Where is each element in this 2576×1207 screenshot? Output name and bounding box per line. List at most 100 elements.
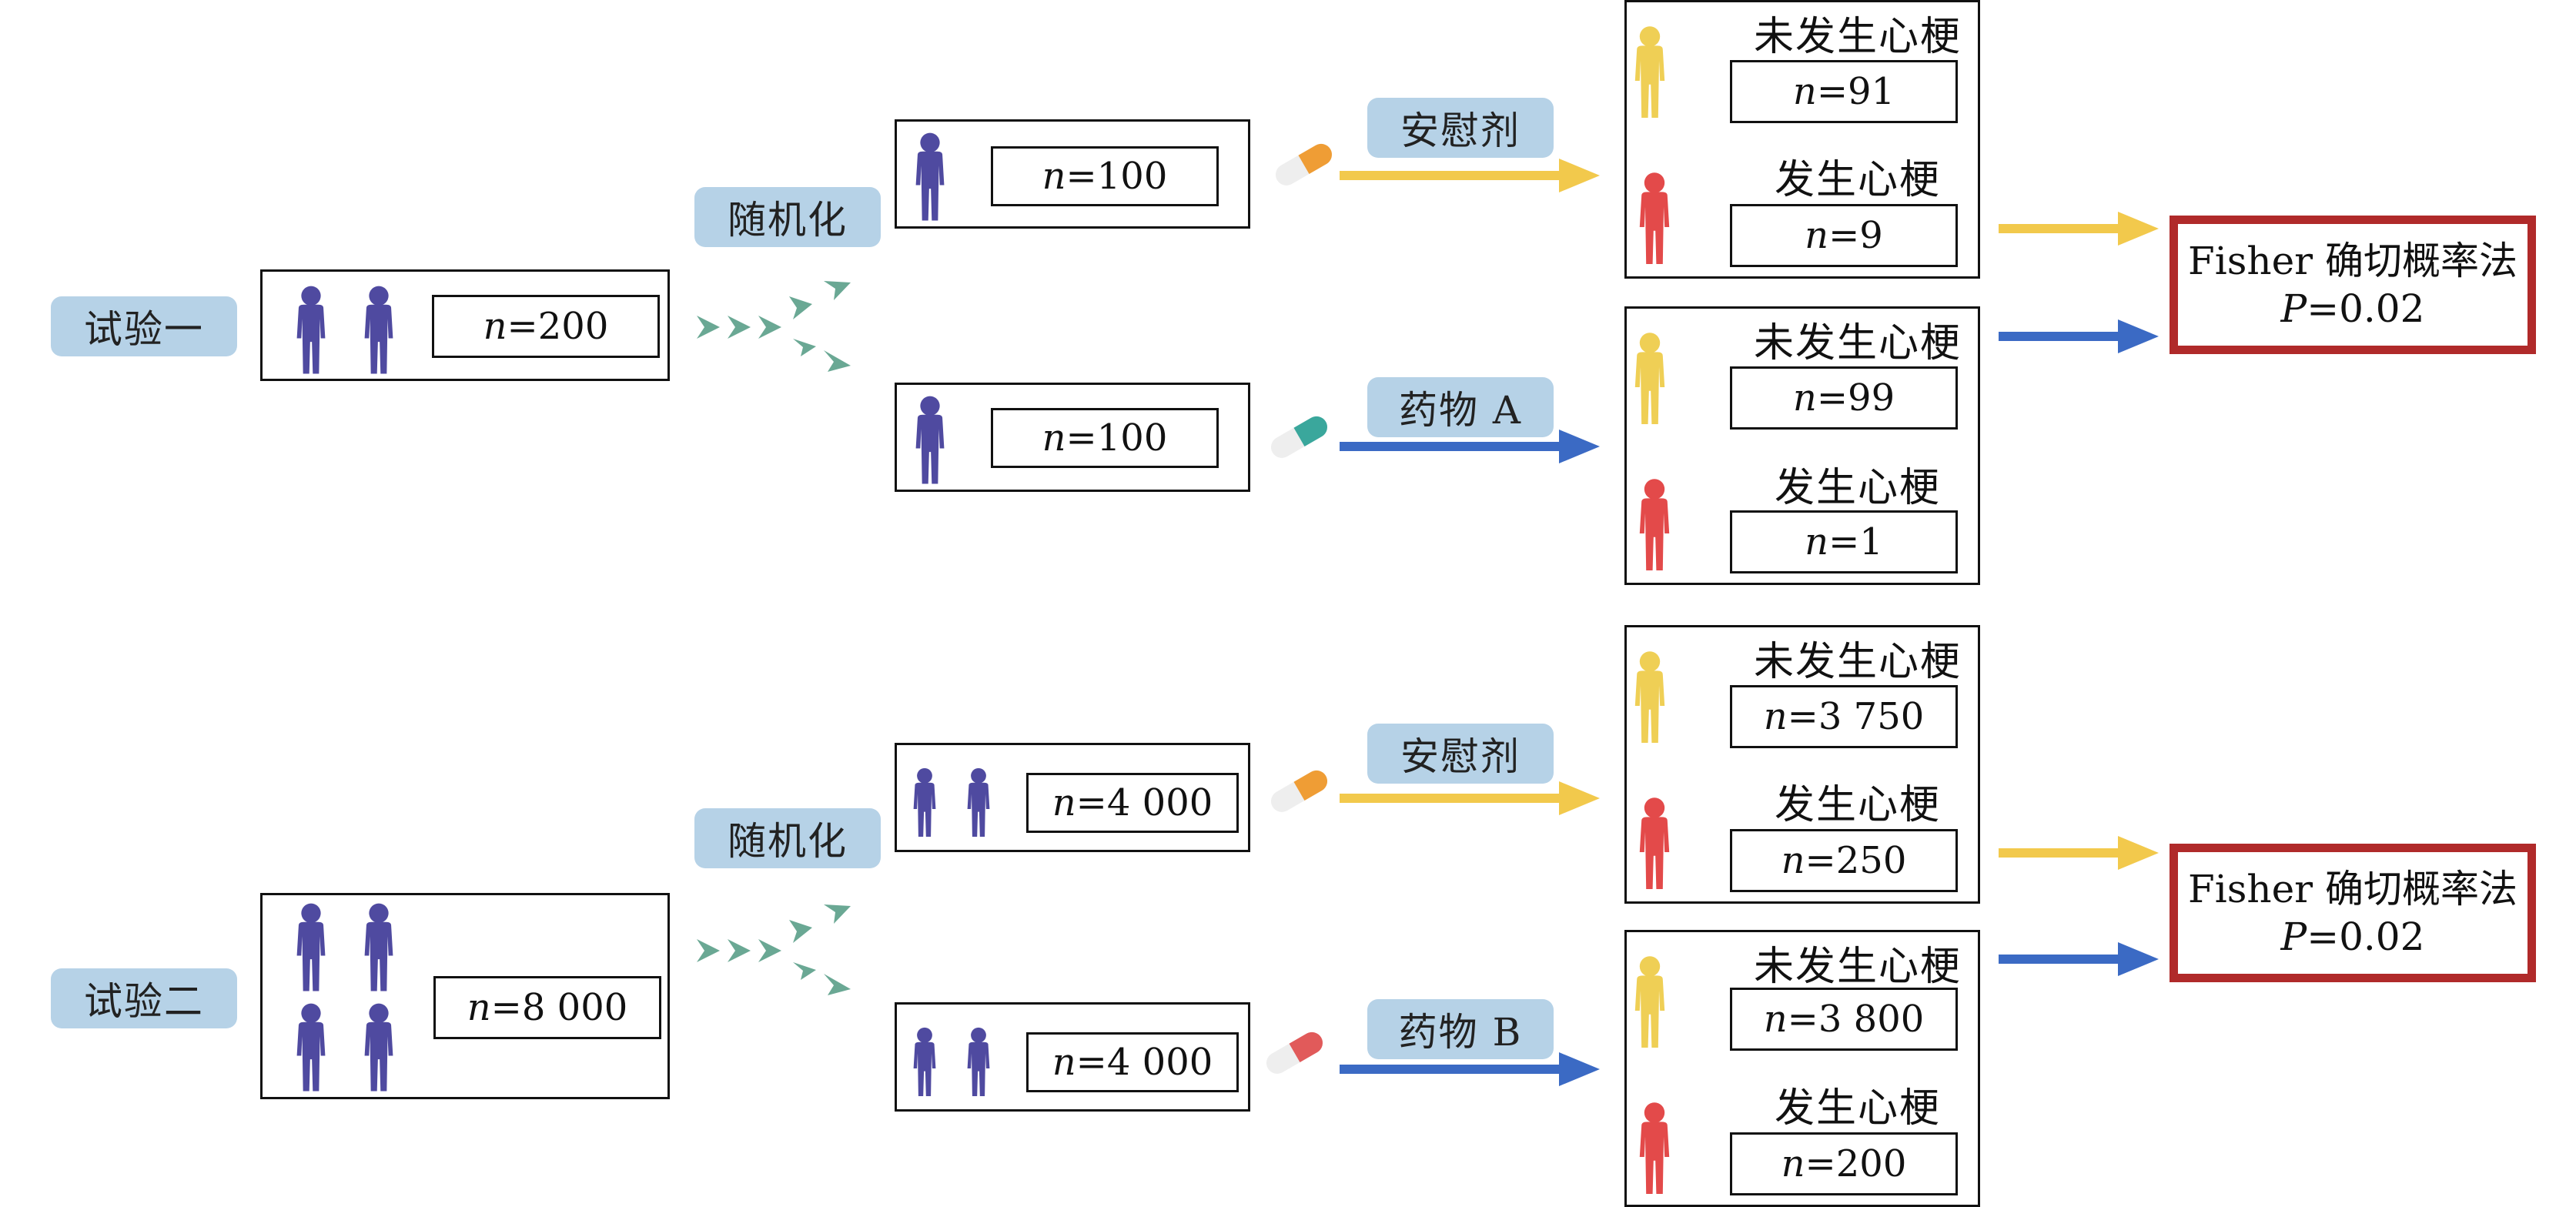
n-symbol: n [1781, 1142, 1805, 1185]
trial2-randomize-label: 随机化 [694, 808, 881, 868]
pill-capsule-icon [1275, 143, 1333, 186]
arrow-right-icon [1999, 212, 2159, 246]
test-method: Fisher 确切概率法 [2188, 239, 2517, 283]
mi-count-value: =250 [1805, 839, 1907, 882]
trial1-drug-outcome-box: 未发生心梗 n=99 发生心梗 n=1 [1624, 306, 1980, 585]
trial1-drug-arm-box: n=100 [895, 383, 1250, 492]
arm-n-value: =4 000 [1076, 1041, 1213, 1084]
trial2-drug-label: 药物 B [1367, 999, 1554, 1059]
n-symbol: n [1805, 520, 1829, 563]
test-method: Fisher 确切概率法 [2188, 867, 2517, 911]
mi-count: n=9 [1730, 204, 1958, 267]
trial1-population-box: n=200 [260, 269, 670, 381]
trial2-placebo-label: 安慰剂 [1367, 724, 1554, 784]
arm-n-value: =100 [1066, 155, 1168, 198]
no-mi-count-value: =3 750 [1787, 695, 1925, 738]
arm-n-value: =100 [1066, 416, 1168, 460]
mi-count: n=1 [1730, 510, 1958, 573]
arrow-right-icon [1999, 942, 2159, 976]
no-mi-count: n=3 800 [1730, 988, 1958, 1051]
trial2-drug-n: n=4 000 [1026, 1032, 1239, 1092]
n-symbol: n [1763, 695, 1788, 738]
total-n-value: =200 [507, 305, 609, 348]
mi-count: n=250 [1730, 829, 1958, 892]
person-icon [911, 765, 938, 839]
n-symbol: n [1052, 781, 1076, 824]
n-symbol: n [483, 305, 507, 348]
mi-count-value: =1 [1828, 520, 1883, 563]
person-icon [912, 129, 948, 223]
n-symbol: n [1781, 839, 1805, 882]
trial2-drug-outcome-box: 未发生心梗 n=3 800 发生心梗 n=200 [1624, 930, 1980, 1207]
mi-count: n=200 [1730, 1132, 1958, 1195]
trial2-placebo-outcome-box: 未发生心梗 n=3 750 发生心梗 n=250 [1624, 625, 1980, 904]
arrow-right-icon [1340, 430, 1600, 463]
no-mi-label: 未发生心梗 [1753, 944, 1962, 990]
person-icon [1636, 166, 1673, 270]
no-mi-label: 未发生心梗 [1753, 320, 1962, 366]
p-value-line: P=0.02 [2281, 285, 2425, 333]
person-icon [1636, 791, 1673, 895]
arm-n-value: =4 000 [1076, 781, 1213, 824]
n-symbol: n [1052, 1041, 1076, 1084]
person-icon [1636, 472, 1673, 577]
trial1-placebo-outcome-box: 未发生心梗 n=91 发生心梗 n=9 [1624, 0, 1980, 279]
trial2-placebo-n: n=4 000 [1026, 773, 1239, 833]
trial2-total-n: n=8 000 [433, 976, 661, 1039]
person-icon [1631, 19, 1668, 124]
chevron-arrow-icon [697, 281, 851, 372]
arrow-right-icon [1999, 836, 2159, 870]
trial2-result-box: Fisher 确切概率法 P=0.02 [2170, 844, 2536, 982]
arrow-right-icon [1999, 319, 2159, 353]
pill-capsule-icon [1270, 416, 1328, 458]
no-mi-count-value: =91 [1816, 70, 1895, 113]
pill-capsule-icon [1266, 1031, 1323, 1074]
arrow-right-icon [1340, 781, 1600, 815]
person-icon [361, 283, 396, 376]
pill-capsule-icon [1270, 770, 1328, 812]
person-icon [912, 393, 948, 486]
person-icon [293, 1000, 329, 1094]
p-symbol: P [2280, 286, 2307, 331]
mi-label: 发生心梗 [1774, 465, 1941, 511]
n-symbol: n [1792, 376, 1817, 420]
no-mi-label: 未发生心梗 [1753, 14, 1962, 60]
trial2-placebo-arm-box: n=4 000 [895, 743, 1250, 852]
p-value: =0.02 [2307, 914, 2425, 959]
trial1-result-box: Fisher 确切概率法 P=0.02 [2170, 216, 2536, 354]
p-value-line: P=0.02 [2281, 913, 2425, 961]
trial1-drug-label: 药物 A [1367, 377, 1554, 437]
n-symbol: n [467, 986, 491, 1029]
no-mi-label: 未发生心梗 [1753, 639, 1962, 685]
n-symbol: n [1042, 155, 1066, 198]
trial1-total-n: n=200 [432, 295, 660, 358]
mi-count-value: =9 [1828, 214, 1883, 257]
trial2-drug-arm-box: n=4 000 [895, 1002, 1250, 1112]
arrow-right-icon [1340, 1052, 1600, 1086]
person-icon [1636, 1095, 1673, 1200]
person-icon [965, 1025, 992, 1098]
trial1-drug-n: n=100 [991, 408, 1219, 468]
no-mi-count: n=91 [1730, 60, 1958, 123]
n-symbol: n [1042, 416, 1066, 460]
no-mi-count-value: =99 [1816, 376, 1895, 420]
person-icon [1631, 949, 1668, 1054]
mi-label: 发生心梗 [1774, 157, 1941, 203]
no-mi-count: n=3 750 [1730, 685, 1958, 748]
p-symbol: P [2280, 914, 2307, 959]
person-icon [293, 283, 329, 376]
mi-label: 发生心梗 [1774, 782, 1941, 828]
n-symbol: n [1792, 70, 1817, 113]
trial1-placebo-arm-box: n=100 [895, 119, 1250, 229]
person-icon [1631, 326, 1668, 430]
person-icon [1631, 644, 1668, 749]
total-n-value: =8 000 [490, 986, 628, 1029]
trial2-label: 试验二 [51, 968, 237, 1028]
no-mi-count-value: =3 800 [1787, 998, 1925, 1041]
trial1-randomize-label: 随机化 [694, 187, 881, 247]
no-mi-count: n=99 [1730, 366, 1958, 430]
person-icon [293, 900, 329, 994]
p-value: =0.02 [2307, 286, 2425, 331]
chevron-arrow-icon [697, 904, 851, 995]
arrow-right-icon [1340, 159, 1600, 192]
